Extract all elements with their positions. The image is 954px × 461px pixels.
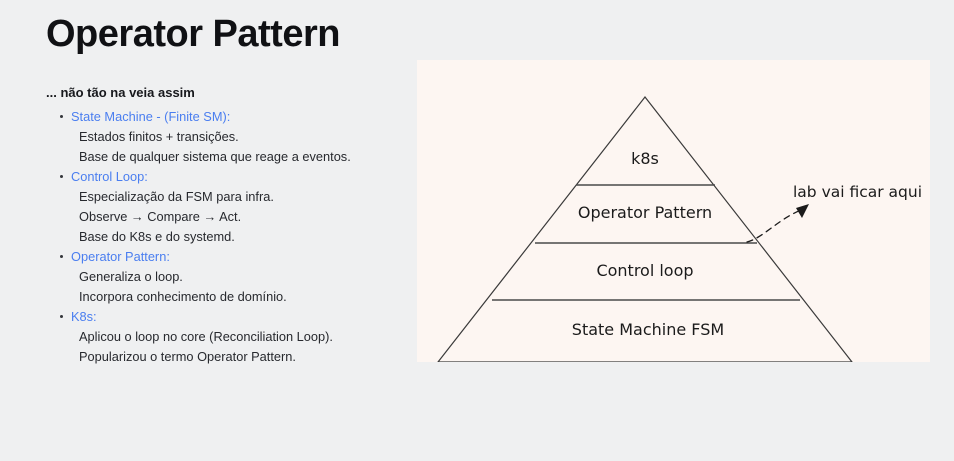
list-item-heading: K8s:	[71, 309, 97, 324]
list-item-detail: Generaliza o loop.	[79, 269, 183, 284]
list-item-detail: Aplicou o loop no core (Reconciliation L…	[79, 329, 333, 344]
pyramid-layer-label-k8s: k8s	[631, 149, 659, 168]
page-title: Operator Pattern	[46, 13, 340, 55]
annotation-arrow-head-icon	[796, 204, 809, 218]
list-item-heading: Control Loop:	[71, 169, 148, 184]
list-item-heading: State Machine - (Finite SM):	[71, 109, 231, 124]
list-item-detail: Base de qualquer sistema que reage a eve…	[79, 149, 351, 164]
list-item-detail: Base do K8s e do systemd.	[79, 229, 235, 244]
annotation-arrow-line	[746, 209, 802, 243]
list-item: Control Loop: Especialização da FSM para…	[46, 167, 396, 247]
list-item: Operator Pattern: Generaliza o loop. Inc…	[46, 247, 396, 307]
list-item-detail: Popularizou o termo Operator Pattern.	[79, 349, 296, 364]
slide-subtitle: ... não tão na veia assim	[46, 85, 195, 100]
pyramid-diagram: k8s Operator Pattern Control loop State …	[437, 96, 922, 362]
list-item: K8s: Aplicou o loop no core (Reconciliat…	[46, 307, 396, 367]
list-item-detail: Estados finitos + transições.	[79, 129, 239, 144]
list-item-heading: Operator Pattern:	[71, 249, 170, 264]
list-item-detail: Observe → Compare → Act.	[79, 209, 242, 224]
pyramid-layer-label-state-machine-fsm: State Machine FSM	[572, 320, 724, 339]
pyramid-layer-label-operator-pattern: Operator Pattern	[578, 203, 712, 222]
pyramid-outline	[437, 96, 853, 362]
pyramid-layer-label-control-loop: Control loop	[596, 261, 693, 280]
content-column: ... não tão na veia assim State Machine …	[46, 84, 396, 367]
list-item-detail: Incorpora conhecimento de domínio.	[79, 289, 287, 304]
pyramid-diagram-panel: k8s Operator Pattern Control loop State …	[417, 60, 930, 362]
annotation-label: lab vai ficar aqui	[793, 183, 922, 201]
bullet-list: State Machine - (Finite SM): Estados fin…	[46, 107, 396, 367]
list-item-detail: Especialização da FSM para infra.	[79, 189, 274, 204]
list-item: State Machine - (Finite SM): Estados fin…	[46, 107, 396, 167]
